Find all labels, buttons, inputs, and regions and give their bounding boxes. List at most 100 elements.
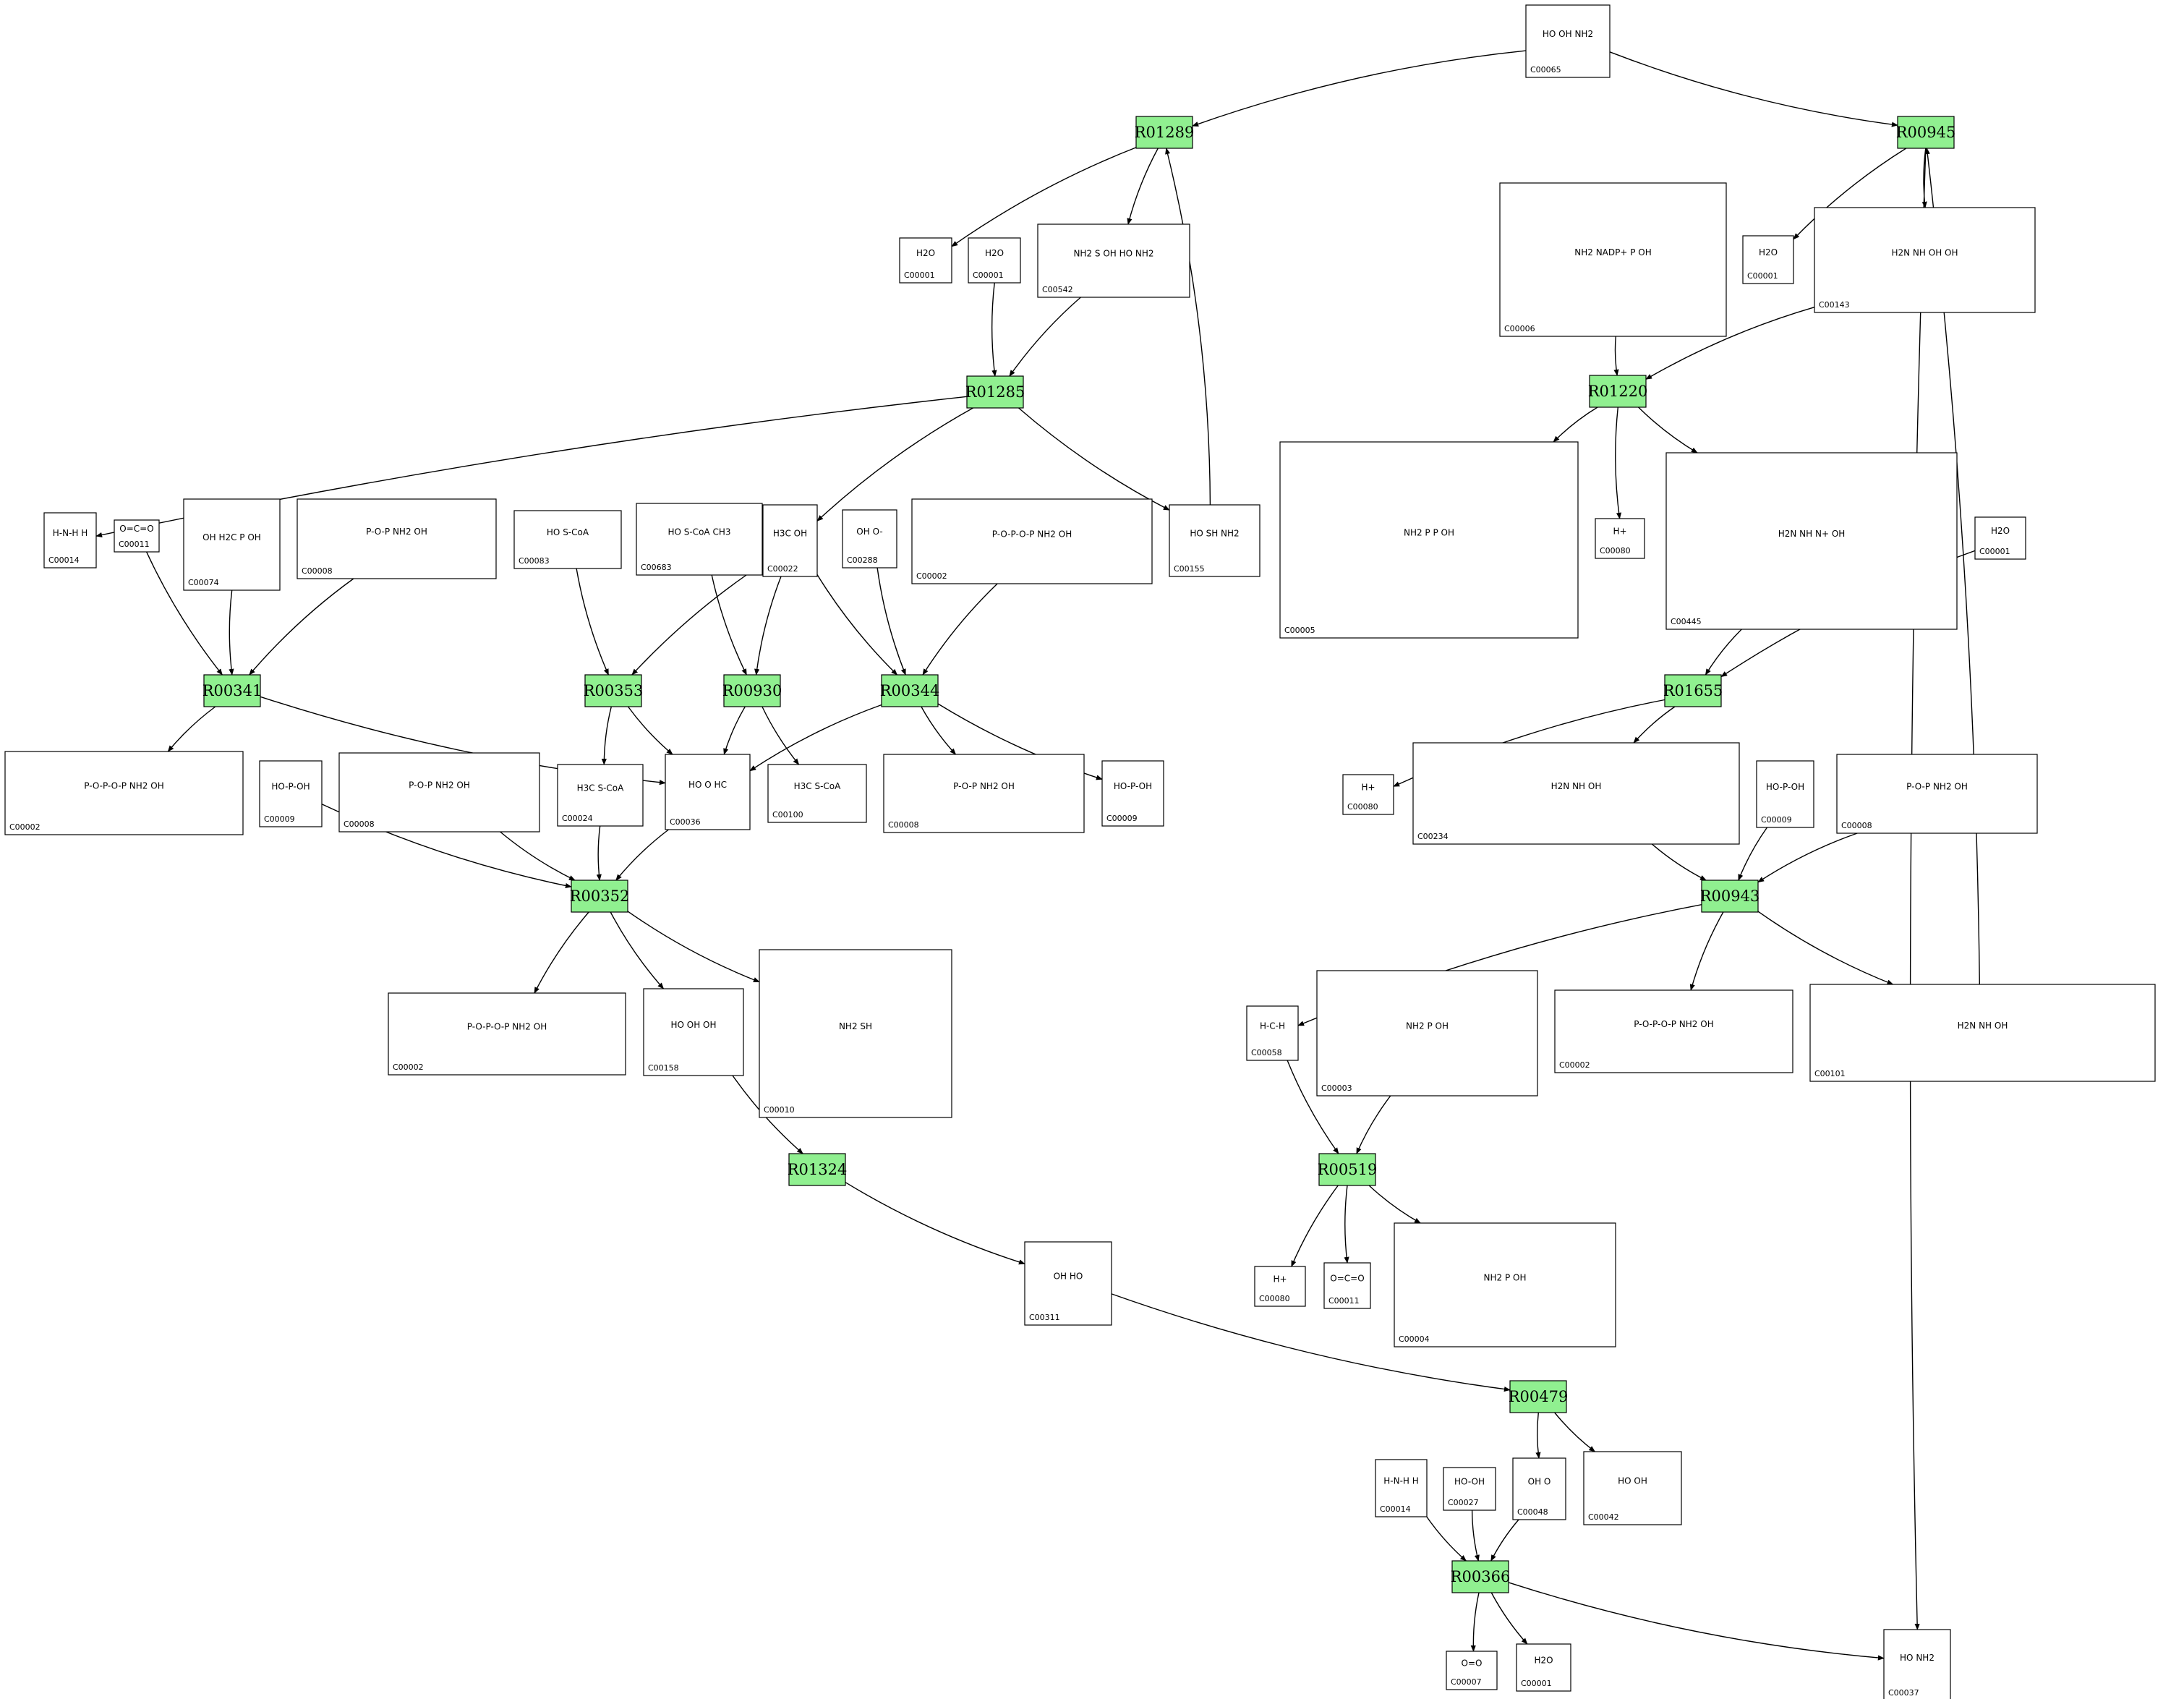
reaction-node-R00479[interactable]: R00479	[1509, 1380, 1569, 1413]
reaction-node-R01289[interactable]: R01289	[1135, 116, 1195, 149]
compound-box	[1412, 742, 1740, 845]
compound-box	[1037, 223, 1190, 298]
reaction-node-R00366[interactable]: R00366	[1451, 1560, 1511, 1593]
reaction-id-label: R00352	[570, 887, 630, 905]
compound-box	[1024, 1241, 1112, 1326]
compound-structure-label: H+	[1273, 1274, 1287, 1285]
compound-structure-label: HO OH	[1618, 1476, 1647, 1486]
compound-id-label: C00001	[1979, 547, 2010, 556]
reaction-node-R00945[interactable]: R00945	[1896, 116, 1956, 149]
edge-R00945-to-C00001_c	[1793, 148, 1907, 240]
compound-box	[1254, 1266, 1306, 1307]
reaction-id-label: R01289	[1135, 124, 1195, 141]
reaction-node-R01220[interactable]: R01220	[1588, 375, 1648, 408]
compound-box	[43, 512, 97, 569]
reaction-node-R00341[interactable]: R00341	[202, 674, 263, 707]
reaction-node-R00353[interactable]: R00353	[584, 674, 644, 707]
compound-id-label: C00158	[648, 1063, 679, 1073]
compound-node-C00158[interactable]: HO OH OH C00158	[643, 988, 744, 1076]
compound-node-C00080_b[interactable]: H+C00080	[1342, 774, 1394, 815]
compound-structure-label: H2O	[985, 248, 1004, 258]
compound-structure-label: HO OH OH	[670, 1020, 716, 1030]
edge-C00143-to-R01220	[1645, 307, 1815, 380]
compound-id-label: C00074	[188, 578, 219, 587]
edge-R01655-to-C00234	[1633, 706, 1676, 744]
compound-id-label: C00002	[393, 1063, 424, 1072]
reaction-id-label: R01655	[1663, 682, 1723, 699]
reaction-box	[723, 674, 781, 707]
compound-node-C00288[interactable]: OH O-C00288	[842, 509, 897, 569]
compound-structure-label: NH2 NADP+ P OH	[1574, 247, 1652, 257]
compound-structure-label: HO SH NH2	[1190, 529, 1239, 539]
edge-R00943-to-C00101	[1757, 911, 1894, 985]
reaction-node-R01285[interactable]: R01285	[965, 375, 1025, 409]
compound-structure-label: H-C-H	[1260, 1021, 1285, 1031]
reaction-node-R00943[interactable]: R00943	[1700, 880, 1760, 913]
reaction-node-R00930[interactable]: R00930	[722, 674, 782, 707]
compound-box	[1101, 760, 1164, 827]
compound-structure-label: P-O-P NH2 OH	[1906, 782, 1968, 792]
reaction-node-R00352[interactable]: R00352	[570, 880, 630, 913]
compound-node-C00080_c[interactable]: H+C00080	[1254, 1266, 1306, 1307]
reaction-node-R01324[interactable]: R01324	[788, 1153, 848, 1186]
compound-box	[643, 988, 744, 1076]
compound-node-C00080_a[interactable]: H+C00080	[1595, 518, 1645, 559]
compound-structure-label: P-O-P NH2 OH	[953, 781, 1015, 791]
reaction-node-R00344[interactable]: R00344	[880, 674, 940, 707]
edge-R00352-to-C00002_c	[534, 911, 589, 994]
compound-id-label: C00048	[1517, 1507, 1548, 1517]
reaction-node-R00519[interactable]: R00519	[1318, 1153, 1378, 1186]
reaction-node-R01655[interactable]: R01655	[1663, 674, 1723, 707]
compound-id-label: C00101	[1814, 1069, 1846, 1078]
compound-box	[513, 510, 622, 569]
edge-R00366-to-C00037	[1508, 1582, 1885, 1661]
